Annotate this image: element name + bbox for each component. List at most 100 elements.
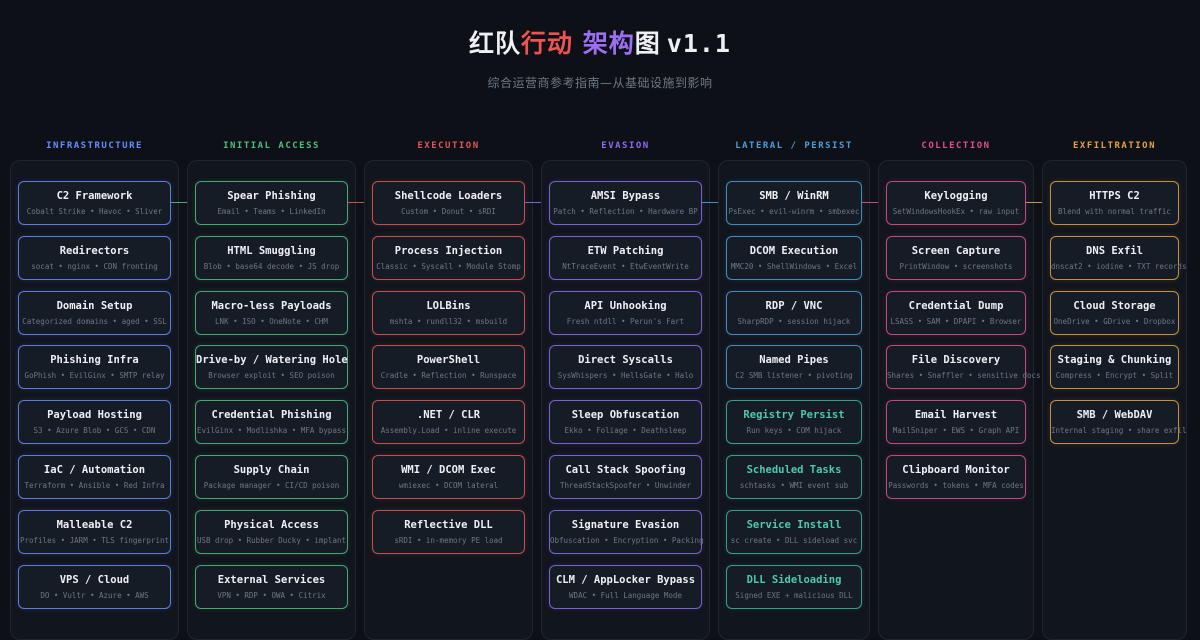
card-title: Sleep Obfuscation (571, 409, 680, 422)
technique-card[interactable]: WMI / DCOM Exec wmiexec • DCOM lateral (372, 455, 525, 499)
title-part-4: 图 (634, 29, 661, 58)
card-subtitle: SetWindowsHookEx • raw input (892, 207, 1020, 216)
column-header: INITIAL ACCESS (223, 141, 320, 151)
card-subtitle: Patch • Reflection • Hardware BP (553, 207, 698, 216)
card-title: Physical Access (224, 518, 319, 531)
card-subtitle: dnscat2 • iodine • TXT records (1051, 261, 1187, 271)
card-title: Screen Capture (911, 244, 1001, 257)
card-subtitle: EvilGinx • Modlishka • MFA bypass (196, 426, 346, 436)
title-part-1: 红队 (469, 29, 522, 58)
card-subtitle: GoPhish • EvilGinx • SMTP relay (24, 371, 165, 381)
card-title: Supply Chain (233, 464, 310, 476)
card-title: VPS / Cloud (59, 573, 130, 586)
card-title: Signature Evasion (571, 518, 680, 531)
card-title: Staging & Chunking (1057, 354, 1172, 367)
card-subtitle: Profiles • JARM • TLS fingerprint (19, 535, 169, 545)
card-title: HTTPS C2 (1089, 190, 1140, 202)
column-header: COLLECTION (921, 141, 991, 151)
card-subtitle: sRDI • in-memory PE load (394, 535, 503, 545)
card-subtitle: Compress • Encrypt • Split (1055, 371, 1174, 381)
card-subtitle: Categorized domains • aged • SSL (22, 316, 167, 326)
card-title: Direct Syscalls (578, 354, 673, 367)
card-subtitle: Cobalt Strike • Havoc • Sliver (26, 207, 163, 216)
card-title: Redirectors (59, 244, 130, 257)
card-title: HTML Smuggling (227, 244, 316, 257)
card-title: Service Install (746, 518, 842, 531)
card-subtitle: PrintWindow • screenshots (899, 261, 1013, 271)
page-subtitle: 综合运营商参考指南—从基础设施到影响 (487, 76, 713, 90)
title-part-2: 行动 (521, 29, 574, 58)
card-title: External Services (217, 573, 326, 586)
card-subtitle: wmiexec • DCOM lateral (398, 481, 499, 490)
card-subtitle: Browser exploit • SEO poison (208, 371, 335, 381)
card-subtitle: C2 SMB listener • pivoting (735, 371, 853, 381)
card-title: WMI / DCOM Exec (401, 464, 496, 476)
column-header: EXECUTION (417, 141, 480, 151)
card-title: Payload Hosting (47, 409, 142, 422)
card-subtitle: NtTraceEvent • EtwEventWrite (562, 261, 689, 271)
card-title: Macro-less Payloads (211, 299, 332, 312)
card-subtitle: ThreadStackSpoofer • Unwinder (560, 481, 691, 490)
card-subtitle: Package manager • CI/CD poison (203, 481, 340, 490)
card-subtitle: Email • Teams • LinkedIn (217, 207, 326, 216)
card-subtitle: VPN • RDP • OWA • Citrix (217, 590, 326, 600)
card-title: ETW Patching (587, 244, 664, 257)
card-subtitle: Fresh ntdll • Perun's Fart (566, 316, 685, 326)
card-title: Domain Setup (56, 299, 133, 312)
card-title: Email Harvest (914, 409, 998, 422)
card-subtitle: Custom • Donut • sRDI (401, 207, 496, 216)
card-title: RDP / VNC (765, 299, 823, 312)
